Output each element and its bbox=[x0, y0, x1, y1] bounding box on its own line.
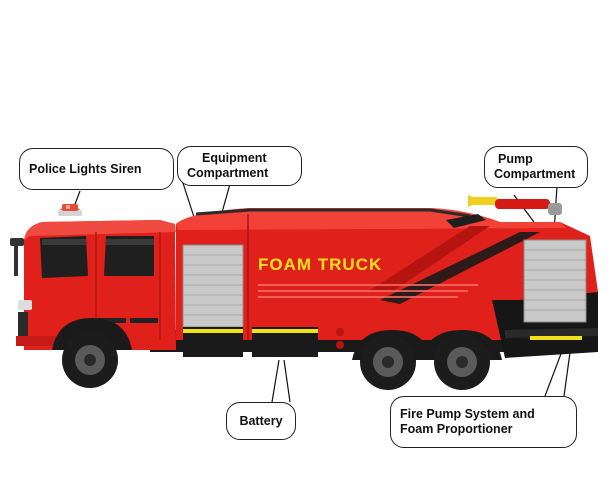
reflective-strip-2 bbox=[252, 329, 318, 333]
callout-battery-text: Battery bbox=[239, 413, 283, 428]
callout-equipment-compartment: Equipment Compartment bbox=[177, 146, 302, 186]
callout-police-lights-text: Police Lights Siren bbox=[29, 161, 142, 176]
water-cannon-nozzle bbox=[468, 195, 562, 215]
callout-police-lights-siren: Police Lights Siren bbox=[19, 148, 174, 190]
equipment-compartment-shutter bbox=[182, 244, 244, 328]
callout-equipment-line1: Equipment bbox=[202, 151, 267, 165]
leader-battery-a bbox=[271, 359, 280, 403]
cab-window-rear bbox=[104, 236, 154, 276]
leader-battery-b bbox=[283, 359, 291, 403]
reflective-strip-rear bbox=[530, 336, 582, 340]
cab-window-front bbox=[40, 236, 88, 278]
callout-fire-pump-line2: Foam Proportioner bbox=[400, 422, 513, 436]
police-light-beacon bbox=[58, 204, 82, 216]
callout-equipment-line2: Compartment bbox=[187, 166, 269, 180]
rear-wheel-2 bbox=[434, 334, 490, 390]
front-wheel bbox=[62, 332, 118, 388]
callout-pump-compartment: Pump Compartment bbox=[484, 146, 588, 188]
body-vent-window bbox=[446, 214, 486, 228]
foam-truck-lettering: FOAM TRUCK bbox=[258, 255, 382, 274]
reflective-strip-1 bbox=[183, 329, 243, 333]
truck-body: FOAM TRUCK bbox=[176, 208, 598, 358]
truck-cab bbox=[10, 220, 176, 350]
callout-pump-line2: Compartment bbox=[494, 167, 576, 181]
callout-fire-pump-line1: Fire Pump System and bbox=[400, 407, 535, 421]
pump-compartment-shutter bbox=[523, 239, 587, 323]
callout-pump-line1: Pump bbox=[498, 152, 533, 166]
callout-fire-pump-system: Fire Pump System and Foam Proportioner bbox=[390, 396, 577, 448]
callout-battery: Battery bbox=[226, 402, 296, 440]
rear-wheel-1 bbox=[360, 334, 416, 390]
